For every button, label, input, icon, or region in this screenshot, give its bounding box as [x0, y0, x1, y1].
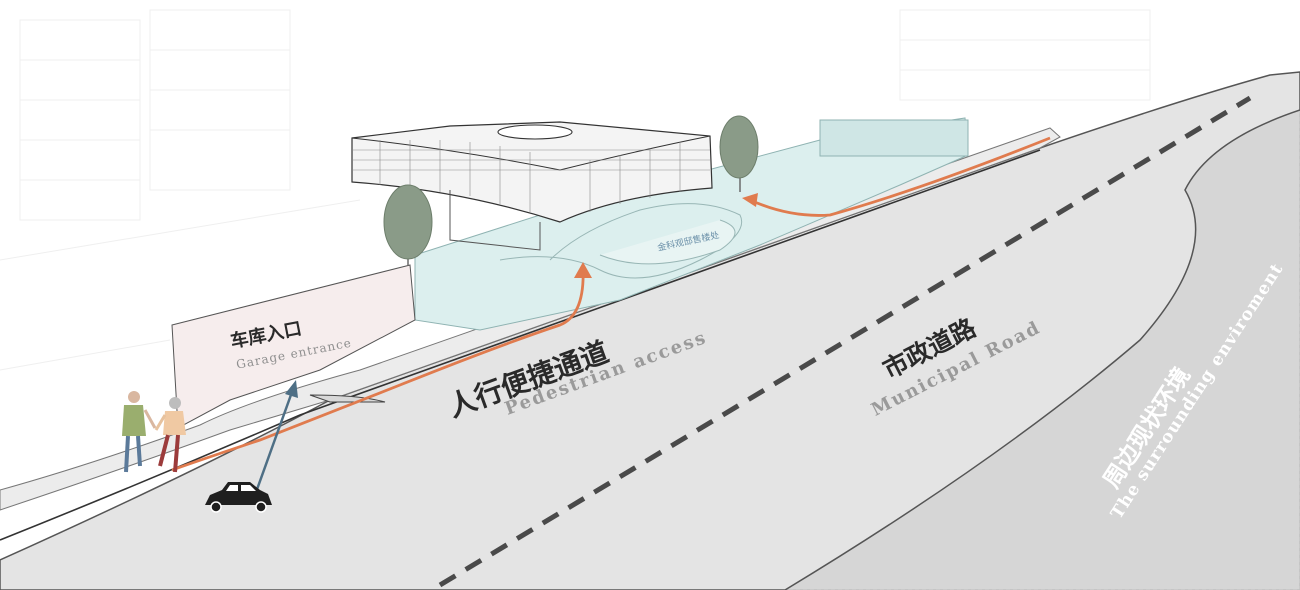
background-buildings: [0, 9, 1151, 371]
vehicle-route: [253, 391, 294, 496]
pedestrian-route: [171, 267, 585, 472]
pedestrian-route-rear: [749, 136, 1051, 217]
municipal-road: [0, 71, 1300, 590]
road-center-line: [438, 95, 1252, 588]
car-icon: [205, 482, 272, 513]
tree-icon: [383, 184, 433, 265]
elderly-couple-icon: [122, 391, 186, 473]
tree-icon: [719, 115, 759, 192]
